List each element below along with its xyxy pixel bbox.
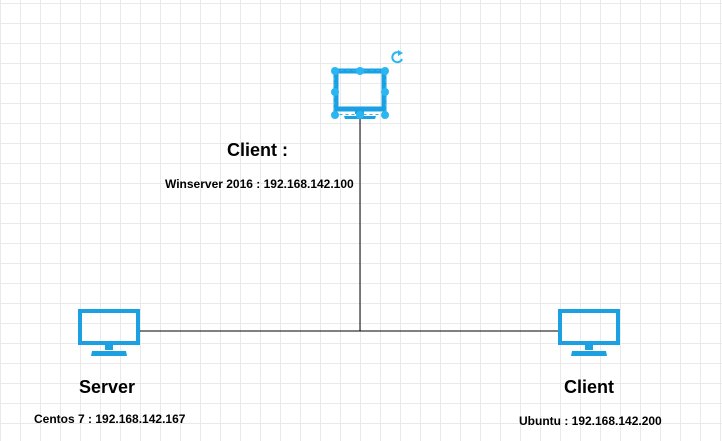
client-monitor[interactable] <box>558 309 620 357</box>
selected-client-monitor[interactable] <box>326 46 410 122</box>
rotate-handle-icon[interactable] <box>391 50 403 64</box>
client-top-detail[interactable]: Winserver 2016 : 192.168.142.100 <box>165 177 354 191</box>
resize-handles[interactable] <box>331 67 389 119</box>
monitor-icon <box>78 309 140 356</box>
server-monitor[interactable] <box>78 309 140 357</box>
server-title[interactable]: Server <box>79 377 136 397</box>
client-right-detail[interactable]: Ubuntu : 192.168.142.200 <box>519 414 662 428</box>
client-top-title[interactable]: Client : <box>227 140 288 160</box>
monitor-icon <box>558 309 620 356</box>
server-detail[interactable]: Centos 7 : 192.168.142.167 <box>34 412 186 426</box>
client-right-title[interactable]: Client <box>564 377 615 397</box>
